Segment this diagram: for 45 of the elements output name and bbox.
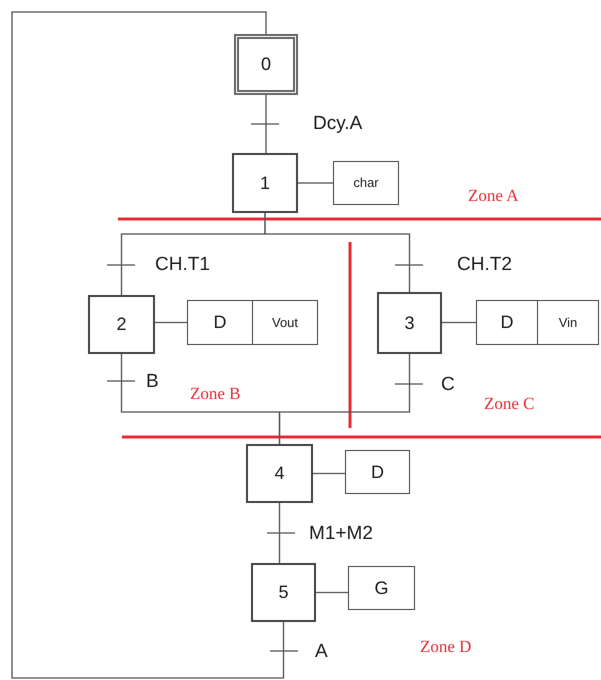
action-text: D xyxy=(500,311,514,334)
action-link xyxy=(313,472,345,474)
transition-link xyxy=(250,94,280,154)
step-number: 4 xyxy=(274,462,284,485)
step-number: 2 xyxy=(116,313,126,336)
transition-link xyxy=(266,502,296,564)
step-number: 5 xyxy=(278,581,288,604)
transition-condition: Dcy.A xyxy=(313,112,362,136)
zone-label: Zone D xyxy=(420,636,472,658)
action-box xyxy=(345,450,410,494)
step-number: 0 xyxy=(260,53,271,76)
action-link xyxy=(316,592,348,594)
action-text: G xyxy=(373,576,390,600)
transition-condition: C xyxy=(441,373,455,397)
action-text: char xyxy=(352,174,380,192)
transition-condition: M1+M2 xyxy=(309,522,373,546)
step-box xyxy=(88,295,155,354)
transition-link xyxy=(264,212,424,293)
initial-step-box xyxy=(234,34,298,95)
transition-link xyxy=(278,353,424,445)
action-link xyxy=(442,322,476,324)
step-box xyxy=(246,444,313,503)
action-text: Vout xyxy=(252,301,317,344)
transition-condition: CH.T1 xyxy=(155,253,210,277)
action-box xyxy=(187,300,318,345)
step-box xyxy=(251,563,316,622)
zone-label: Zone C xyxy=(484,393,535,415)
transition-condition: B xyxy=(146,370,159,394)
action-box xyxy=(476,300,599,345)
action-text: Vin xyxy=(537,301,598,344)
action-link xyxy=(298,182,333,184)
action-text: D xyxy=(370,460,385,484)
action-box xyxy=(348,566,415,610)
transition-link xyxy=(11,11,299,679)
step-box xyxy=(377,292,442,354)
zone-label: Zone A xyxy=(468,185,519,207)
action-text: D xyxy=(212,311,228,334)
step-number: 1 xyxy=(260,172,270,194)
action-box xyxy=(333,161,399,205)
action-link xyxy=(155,322,187,324)
transition-condition: A xyxy=(315,640,328,664)
step-number: 3 xyxy=(404,312,414,334)
step-box xyxy=(232,153,298,213)
transition-condition: CH.T2 xyxy=(457,253,512,277)
zone-label: Zone B xyxy=(190,383,241,405)
